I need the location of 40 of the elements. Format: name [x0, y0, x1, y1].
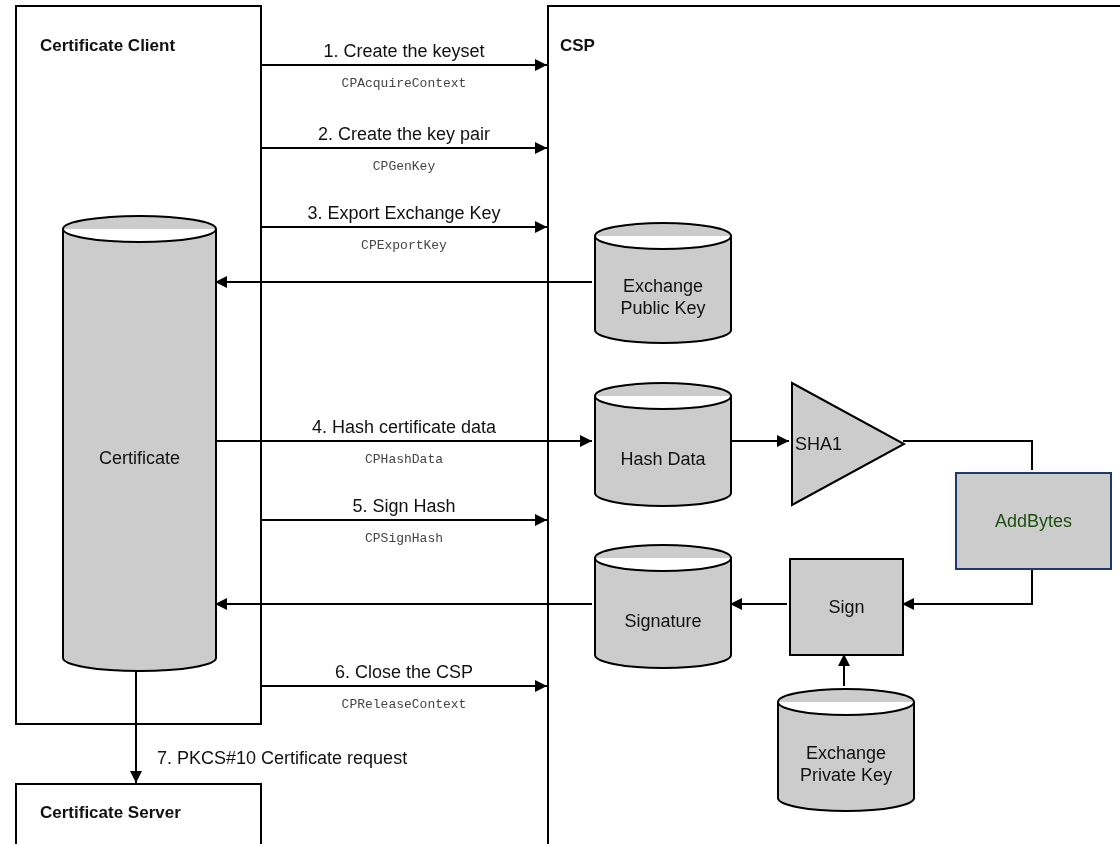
- node-label: SHA1: [795, 433, 843, 455]
- csp-panel: [547, 5, 1120, 844]
- node-label: Certificate: [98, 446, 181, 469]
- function-name: CPReleaseContext: [341, 697, 467, 712]
- storage-cylinder: [777, 688, 915, 812]
- node-label: AddBytes: [993, 510, 1073, 532]
- arrow: [261, 680, 548, 692]
- panel-title: CSP: [560, 35, 595, 57]
- storage-cylinder: [594, 382, 732, 507]
- node-label: Sign: [827, 596, 866, 618]
- arrow: [214, 435, 593, 447]
- arrow: [729, 435, 790, 447]
- arrow: [130, 669, 142, 784]
- function-name: CPGenKey: [372, 159, 436, 174]
- node-label: Exchange Private Key: [798, 742, 893, 786]
- node-label: Signature: [623, 609, 703, 632]
- arrow: [214, 276, 593, 288]
- arrow: [261, 221, 548, 233]
- hash-triangle: [791, 382, 905, 506]
- arrow: [261, 59, 548, 71]
- function-name: CPSignHash: [365, 531, 443, 546]
- client-panel: [15, 5, 262, 725]
- function-name: CPHashData: [365, 452, 443, 467]
- node-label: Exchange Public Key: [619, 275, 707, 319]
- server-panel: [15, 783, 262, 844]
- function-name: CPExportKey: [361, 238, 447, 253]
- node-label: Hash Data: [619, 447, 707, 470]
- connector-line: [902, 440, 1033, 471]
- process-box: [789, 558, 904, 656]
- storage-cylinder: [594, 544, 732, 669]
- arrow: [729, 598, 788, 610]
- arrow: [261, 514, 548, 526]
- function-name: CPAcquireContext: [341, 76, 467, 91]
- certificate-cylinder: [62, 215, 217, 672]
- arrow: [261, 142, 548, 154]
- panel-title: Certificate Client: [40, 35, 176, 57]
- process-box: [955, 472, 1112, 570]
- arrow: [214, 598, 593, 610]
- panel-title: Certificate Server: [40, 802, 181, 824]
- storage-cylinder: [594, 222, 732, 344]
